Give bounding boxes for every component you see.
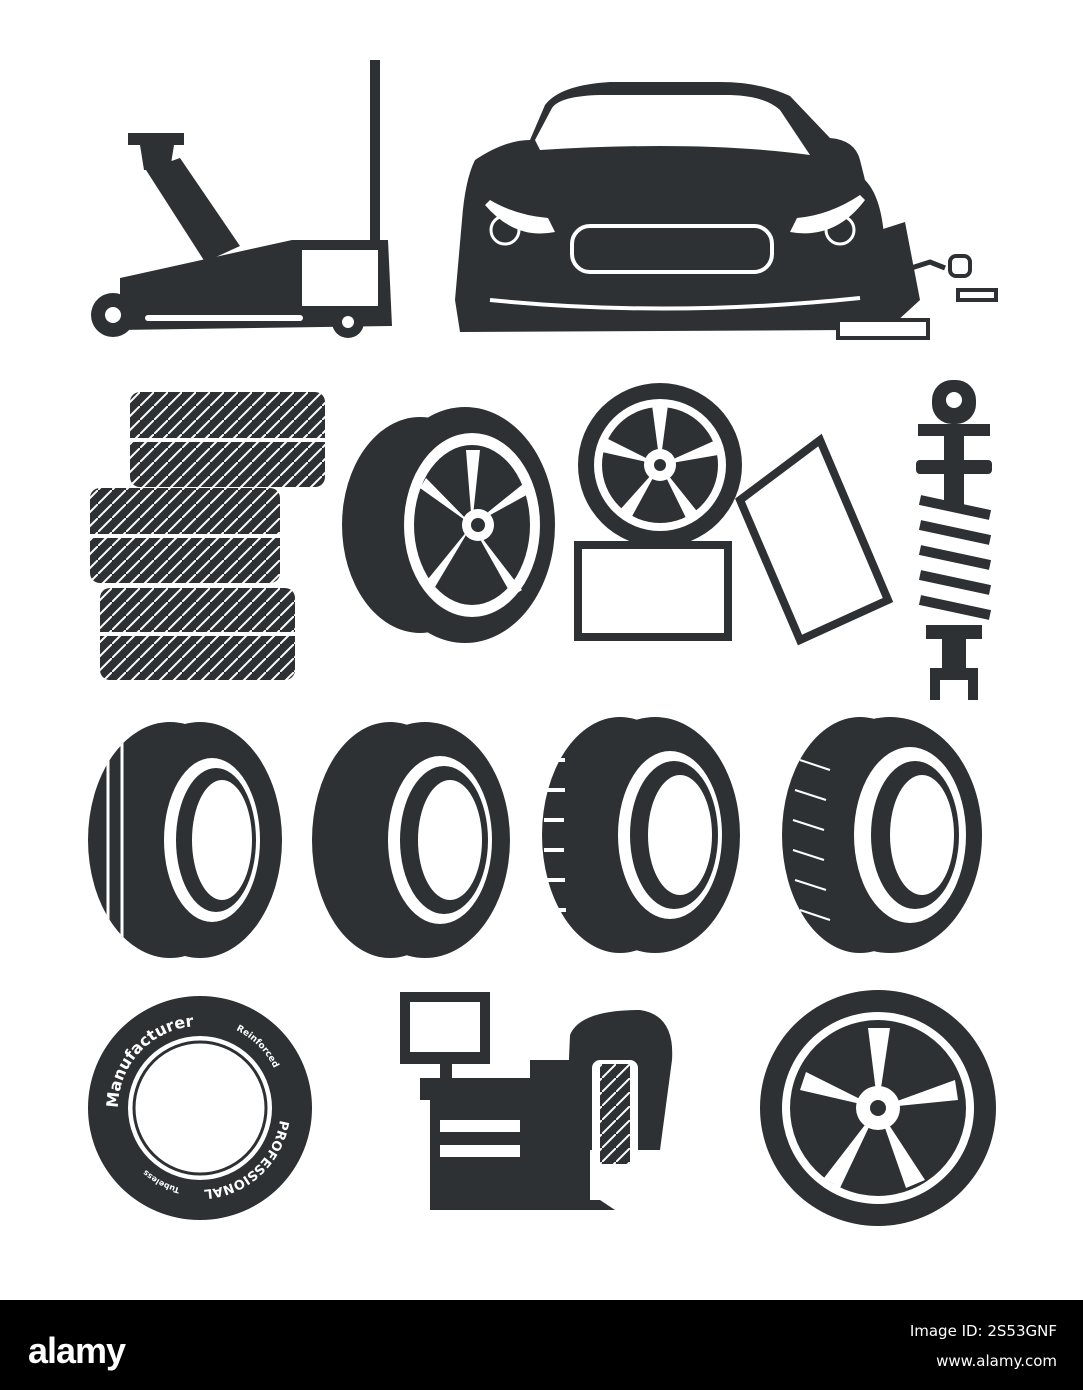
image-id-label: Image ID: 2S53GNF (909, 1322, 1057, 1340)
tire-stack-icon (90, 392, 325, 680)
illustration-canvas: Manufacturer Reinforced PROFESSIONAL TIR… (88, 60, 998, 1226)
shock-absorber-icon (916, 380, 992, 700)
alloy-wheel-icon (342, 407, 555, 643)
watermark-footer: alamy Image ID: 2S53GNF www.alamy.com (0, 1300, 1083, 1390)
car-on-jack-icon (455, 82, 998, 340)
tire-icon (88, 722, 282, 958)
site-url-label: www.alamy.com (936, 1352, 1057, 1370)
rim-display-icon (574, 383, 894, 646)
tire-winter-icon (782, 717, 982, 953)
tire-slick-icon (312, 722, 510, 958)
floor-jack-icon (91, 60, 392, 338)
tire-offroad-icon (542, 717, 740, 953)
rim-front-icon (760, 990, 996, 1226)
alamy-logo: alamy (28, 1330, 126, 1371)
wheel-balancer-icon (400, 992, 673, 1210)
